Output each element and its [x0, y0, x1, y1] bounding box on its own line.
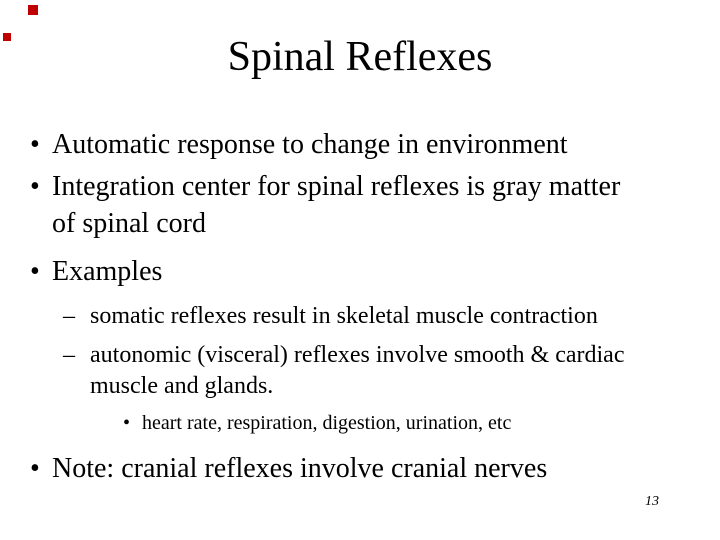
sub-bullet-text-line-1: autonomic (visceral) reflexes involve sm… — [90, 342, 625, 368]
bullet-text-line-2: of spinal cord — [52, 208, 206, 239]
bullet-icon: • — [30, 256, 40, 287]
sub-sub-bullet-item-heart-rate: • heart rate, respiration, digestion, ur… — [123, 410, 511, 436]
sub-bullet-text: somatic reflexes result in skeletal musc… — [90, 303, 598, 329]
bullet-item-note-cranial: • Note: cranial reflexes involve cranial… — [30, 450, 547, 487]
slide-title: Spinal Reflexes — [227, 34, 493, 80]
bullet-icon: • — [30, 171, 40, 202]
bullet-item-integration-center: • Integration center for spinal reflexes… — [30, 168, 620, 242]
bullet-icon: • — [123, 412, 131, 434]
red-square-decoration-2 — [3, 33, 11, 41]
page-number: 13 — [645, 494, 659, 509]
dash-icon: – — [63, 303, 75, 329]
sub-bullet-text-line-2: muscle and glands. — [90, 373, 274, 399]
red-square-decoration-1 — [28, 5, 38, 15]
bullet-icon: • — [30, 129, 40, 160]
sub-sub-bullet-text: heart rate, respiration, digestion, urin… — [142, 412, 512, 434]
sub-bullet-item-somatic-reflexes: – somatic reflexes result in skeletal mu… — [63, 301, 598, 332]
bullet-text: Automatic response to change in environm… — [52, 129, 568, 160]
bullet-item-automatic-response: • Automatic response to change in enviro… — [30, 126, 568, 163]
bullet-text-line-1: Integration center for spinal reflexes i… — [52, 171, 621, 202]
sub-bullet-item-autonomic-reflexes: – autonomic (visceral) reflexes involve … — [63, 340, 624, 402]
bullet-text: Note: cranial reflexes involve cranial n… — [52, 453, 548, 484]
bullet-text: Examples — [52, 256, 163, 287]
dash-icon: – — [63, 342, 75, 368]
bullet-icon: • — [30, 453, 40, 484]
bullet-item-examples: • Examples — [30, 253, 162, 290]
